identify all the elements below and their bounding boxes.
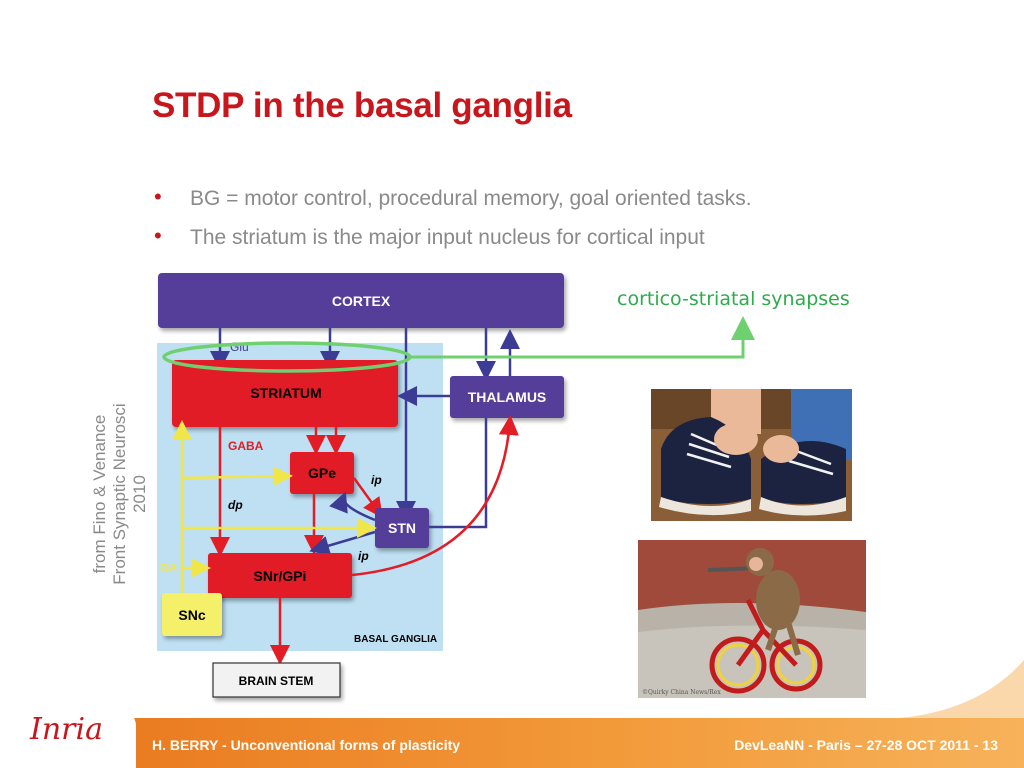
arrow-da-gpe xyxy=(181,466,293,487)
bullet-text: The striatum is the major input nucleus … xyxy=(190,226,705,249)
brain-stem-box xyxy=(212,662,341,698)
footer-bar: Inria H. BERRY - Unconventional forms of… xyxy=(0,708,1024,768)
gpe-label: GPe xyxy=(308,465,336,481)
brain-stem-label: BRAIN STEM xyxy=(239,674,314,688)
logo-container: Inria xyxy=(0,708,136,768)
stn-box xyxy=(375,508,429,548)
snr-gpi-label: SNr/GPi xyxy=(254,568,307,584)
callout-label: cortico-striatal synapses xyxy=(617,288,850,310)
striatum-box xyxy=(172,360,398,427)
snc-box xyxy=(162,593,222,636)
shoe-lacing-image xyxy=(651,389,852,521)
striatum-label: STRIATUM xyxy=(250,385,321,401)
footer-left-text: H. BERRY - Unconventional forms of plast… xyxy=(152,737,461,753)
arrow-gpe-stn xyxy=(352,477,383,519)
monkey-bicycle-photo: ©Quirky China News/Rex xyxy=(638,540,866,698)
dp-label: dp xyxy=(228,498,243,512)
inria-logo: Inria xyxy=(30,712,103,747)
gpe-box xyxy=(290,452,354,494)
arrow-stn-thalamus xyxy=(429,418,488,529)
ip-label: ip xyxy=(371,473,382,487)
callout-connector xyxy=(410,316,755,359)
basal-ganglia-diagram: CORTEX Glu STRIATUM THALAMUS GABA GPe ip… xyxy=(157,273,755,698)
bullet-dot-icon: • xyxy=(154,223,162,248)
gaba-label: GABA xyxy=(228,439,264,453)
bullet-dot-icon: • xyxy=(154,184,162,209)
cortex-box xyxy=(158,273,564,328)
decorative-curve xyxy=(900,660,1024,718)
arrow-snr-thalamus xyxy=(351,415,519,577)
snr-gpi-box xyxy=(208,553,352,598)
monkey-bicycle-image: ©Quirky China News/Rex xyxy=(638,540,866,698)
shoe-lacing-photo xyxy=(651,389,852,521)
snc-label: SNc xyxy=(178,607,205,623)
da-label: DA xyxy=(160,561,178,575)
slide-title: STDP in the basal ganglia xyxy=(152,86,572,125)
bullet-item: • BG = motor control, procedural memory, … xyxy=(152,184,752,223)
basal-ganglia-label: BASAL GANGLIA xyxy=(354,634,437,645)
stn-label: STN xyxy=(388,520,416,536)
photo-watermark: ©Quirky China News/Rex xyxy=(642,689,721,696)
ip-label: ip xyxy=(358,549,369,563)
thalamus-box xyxy=(450,376,564,418)
bullet-list: • BG = motor control, procedural memory, … xyxy=(152,184,752,262)
footer-right-text: DevLeaNN - Paris – 27-28 OCT 2011 - 13 xyxy=(734,737,998,753)
cortex-label: CORTEX xyxy=(332,293,391,309)
bullet-item: • The striatum is the major input nucleus… xyxy=(152,223,752,262)
bullet-text: BG = motor control, procedural memory, g… xyxy=(190,187,752,210)
thalamus-label: THALAMUS xyxy=(468,389,547,405)
arrow-stn-gpe xyxy=(329,491,376,522)
